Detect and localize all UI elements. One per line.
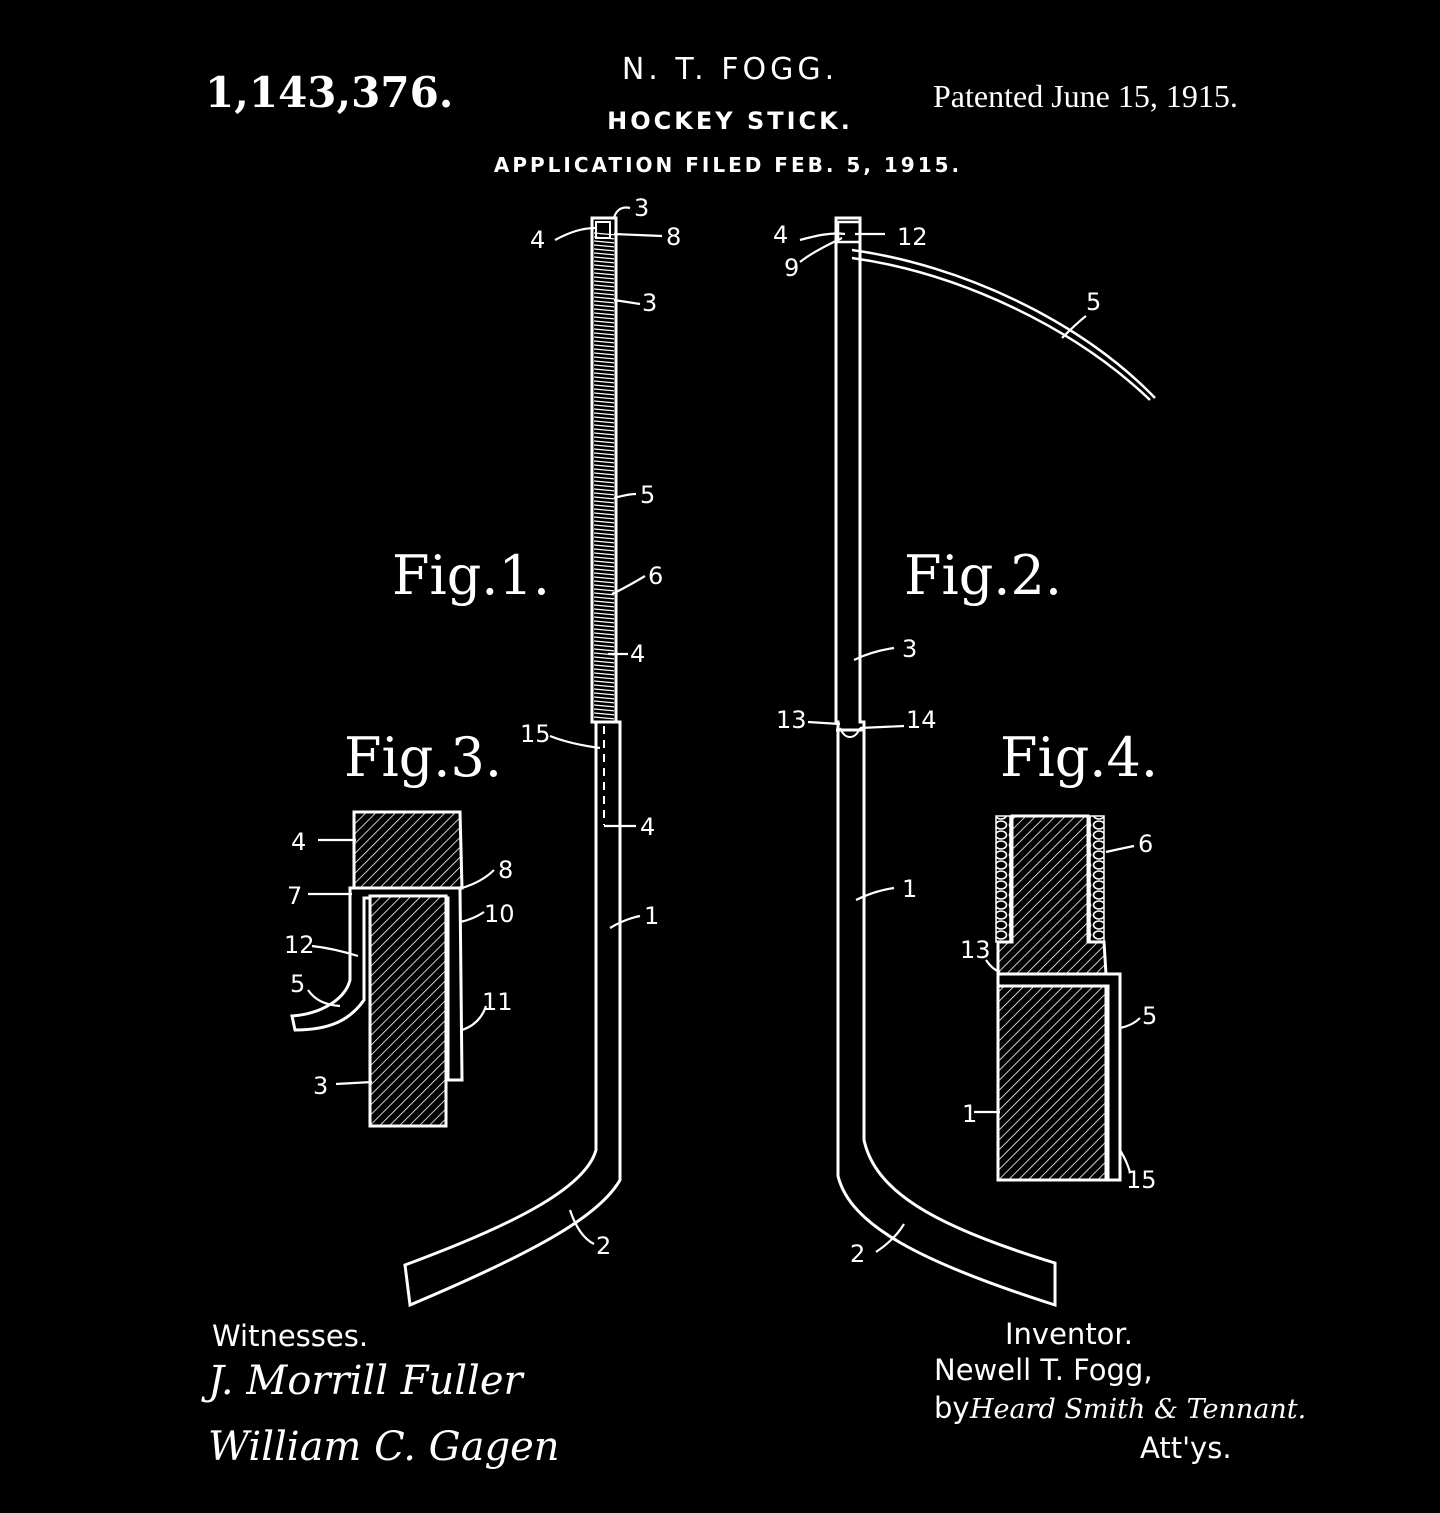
witnesses-heading: Witnesses. [212, 1319, 368, 1353]
fig2-label-5: 5 [1086, 288, 1101, 316]
fig4-caption: Fig.4. [1000, 726, 1158, 789]
fig3-ferrule [290, 886, 464, 1082]
fig3-label-5: 5 [290, 970, 305, 998]
fig4-label-13: 13 [960, 936, 991, 964]
fig1-label-3-top: 3 [634, 194, 649, 222]
patent-title: HOCKEY STICK. [607, 107, 853, 135]
fig2-label-9: 9 [784, 254, 799, 282]
figure-3: Fig.3. 4 7 12 5 3 8 10 11 [284, 726, 515, 1128]
patented-date: Patented June 15, 1915. [933, 78, 1238, 114]
fig2-label-14: 14 [906, 706, 937, 734]
fig2-label-1: 1 [902, 875, 917, 903]
fig2-label-3: 3 [902, 635, 917, 663]
fig3-label-10: 10 [484, 900, 515, 928]
figure-2: 4 12 9 5 3 13 14 1 2 Fig.2. [773, 216, 1156, 1308]
fig2-unwound-tape [851, 248, 1156, 401]
fig4-coil-right [1089, 815, 1105, 943]
fig4-lower-section [996, 984, 1108, 1182]
figure-1: 3 4 8 3 5 6 4 15 4 1 2 Fig.1. [392, 194, 681, 1308]
attorneys-signature: Heard Smith & Tennant. [969, 1394, 1306, 1425]
fig2-leaders [799, 232, 1087, 1253]
fig1-label-2: 2 [596, 1232, 611, 1260]
fig1-wrap-tape [594, 232, 614, 722]
application-filed: APPLICATION FILED FEB. 5, 1915. [493, 153, 963, 177]
fig4-label-6: 6 [1138, 830, 1153, 858]
fig2-label-4-top: 4 [773, 221, 788, 249]
inventor-heading: Inventor. [1005, 1317, 1133, 1351]
fig2-joint-notch [839, 727, 861, 738]
fig3-label-4: 4 [291, 828, 306, 856]
fig3-shaft-section [368, 894, 448, 1128]
fig1-label-8-top: 8 [666, 223, 681, 251]
patent-number: 1,143,376. [205, 68, 454, 117]
fig3-label-12: 12 [284, 931, 315, 959]
fig2-caption: Fig.2. [904, 544, 1062, 607]
attorneys-suffix: Att'ys. [1140, 1431, 1232, 1465]
fig2-cap [836, 220, 862, 244]
inventor-header: N. T. FOGG. [621, 52, 839, 87]
witness-1-signature: J. Morrill Fuller [201, 1358, 526, 1404]
fig3-leaders [307, 838, 495, 1086]
fig2-stick-outline [834, 216, 1057, 1308]
figure-4: Fig.4. 6 13 5 1 15 [960, 726, 1158, 1194]
fig1-label-6: 6 [648, 562, 663, 590]
fig1-label-4-top: 4 [530, 226, 545, 254]
footer: Witnesses. J. Morrill Fuller William C. … [201, 1317, 1306, 1470]
fig1-leaders [549, 206, 663, 1245]
fig2-label-2: 2 [850, 1240, 865, 1268]
fig2-label-13: 13 [776, 706, 807, 734]
fig1-caption: Fig.1. [392, 544, 550, 607]
fig1-stick-outline [403, 216, 622, 1308]
fig3-label-3: 3 [313, 1072, 328, 1100]
fig1-label-3: 3 [642, 289, 657, 317]
fig4-leaders [974, 844, 1141, 1173]
fig2-label-12: 12 [897, 223, 928, 251]
fig4-label-1: 1 [962, 1100, 977, 1128]
fig3-label-7: 7 [287, 882, 302, 910]
fig1-label-1: 1 [644, 902, 659, 930]
fig4-label-5: 5 [1142, 1002, 1157, 1030]
fig3-label-8: 8 [498, 856, 513, 884]
by-prefix: by [934, 1391, 970, 1425]
fig1-label-5: 5 [640, 481, 655, 509]
fig3-label-11: 11 [482, 988, 513, 1016]
fig3-cap-section [352, 810, 464, 890]
witness-2-signature: William C. Gagen [208, 1424, 560, 1470]
fig1-label-4-lower: 4 [640, 813, 655, 841]
fig3-caption: Fig.3. [344, 726, 502, 789]
fig1-label-4: 4 [630, 640, 645, 668]
inventor-name: Newell T. Fogg, [934, 1353, 1153, 1387]
fig1-label-15: 15 [520, 720, 551, 748]
fig4-coil-left [995, 815, 1011, 943]
fig4-label-15: 15 [1126, 1166, 1157, 1194]
fig1-cap [595, 221, 611, 239]
